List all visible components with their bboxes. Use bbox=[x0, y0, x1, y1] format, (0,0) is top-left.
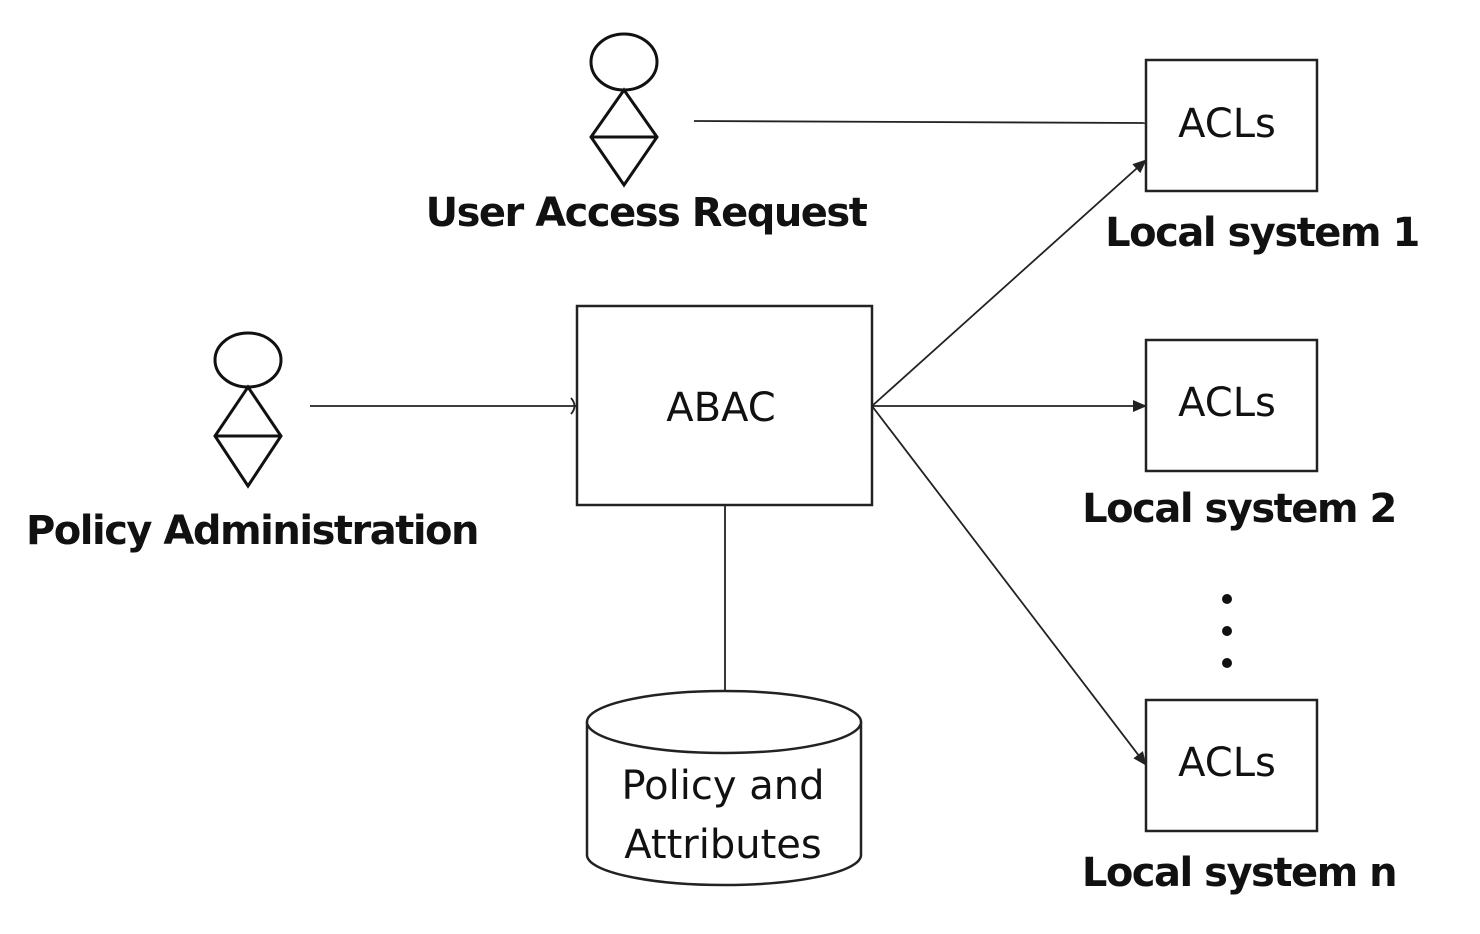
local-system-1-caption: Local system 1 bbox=[1105, 210, 1419, 256]
abac-box: ABAC bbox=[575, 304, 874, 507]
abac-label: ABAC bbox=[666, 385, 775, 431]
admin-to-abac-tick bbox=[570, 397, 576, 415]
acl-box-2 bbox=[1144, 338, 1319, 473]
policy-administration-label: Policy Administration bbox=[26, 508, 478, 554]
local-system-2: ACLs Local system 2 bbox=[1082, 338, 1397, 532]
user-access-request-label: User Access Request bbox=[426, 190, 868, 236]
acl-box-n bbox=[1144, 698, 1319, 833]
abac-to-local-system-1-arrow bbox=[871, 159, 1147, 407]
user-to-acl1-connector bbox=[693, 120, 1147, 124]
acl-box-1 bbox=[1144, 58, 1319, 193]
admin-actor-icon bbox=[213, 331, 283, 489]
policy-attributes-database: Policy and Attributes bbox=[585, 689, 863, 887]
acl-label-1: ACLs bbox=[1178, 101, 1276, 147]
local-system-n: ACLs Local system n bbox=[1082, 698, 1398, 896]
acl-label-2: ACLs bbox=[1178, 380, 1276, 426]
user-actor-icon bbox=[589, 32, 659, 188]
local-system-1: ACLs Local system 1 bbox=[1105, 58, 1420, 256]
database-label-line2: Attributes bbox=[624, 822, 821, 868]
database-label-line1: Policy and bbox=[621, 763, 824, 809]
local-system-2-caption: Local system 2 bbox=[1082, 486, 1396, 532]
vertical-ellipsis-icon bbox=[1222, 594, 1232, 668]
acl-label-n: ACLs bbox=[1178, 740, 1276, 786]
policy-administration-actor: Policy Administration bbox=[26, 331, 480, 554]
user-access-request-actor: User Access Request bbox=[426, 32, 869, 236]
local-system-n-caption: Local system n bbox=[1082, 850, 1396, 896]
abac-to-local-system-n-arrow bbox=[871, 405, 1147, 766]
